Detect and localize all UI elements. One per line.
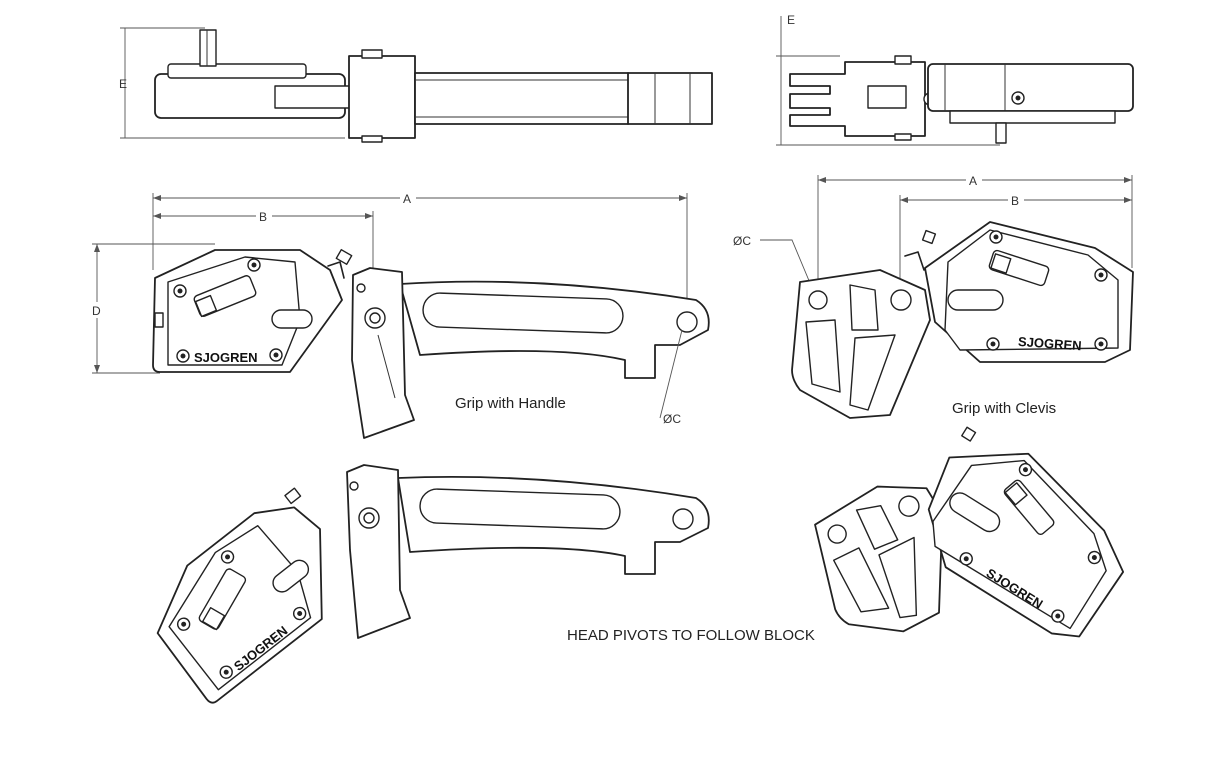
handle-grip-top-view: E [119, 27, 713, 143]
caption-grip-with-handle: Grip with Handle [455, 395, 566, 412]
dim-b-label-clevis: B [1011, 194, 1019, 208]
brand-label-clevis: SJOGREN [1018, 334, 1082, 353]
grip-with-clevis-view: A B ØC SJOGREN Grip with Clevis [733, 173, 1134, 419]
dim-c-label-clevis: ØC [733, 234, 751, 248]
dim-a-label-clevis: A [969, 174, 977, 188]
grip-with-handle-view: A B D SJOGREN [91, 190, 710, 439]
clevis-grip-top-view: E [776, 13, 1134, 146]
dim-a-label: A [403, 192, 411, 206]
dim-d-label: D [92, 304, 101, 318]
dim-b-label: B [259, 210, 267, 224]
caption-head-pivots: HEAD PIVOTS TO FOLLOW BLOCK [567, 627, 815, 644]
brand-label-handle: SJOGREN [194, 350, 258, 365]
handle-grip-pivoted-view: SJOGREN [156, 464, 710, 704]
caption-grip-with-clevis: Grip with Clevis [952, 400, 1056, 417]
dim-e-label: E [119, 77, 127, 91]
dim-e-label-right: E [787, 13, 795, 27]
clevis-grip-pivoted-view: SJOGREN [814, 426, 1125, 638]
dim-c-label-handle: ØC [663, 412, 681, 426]
